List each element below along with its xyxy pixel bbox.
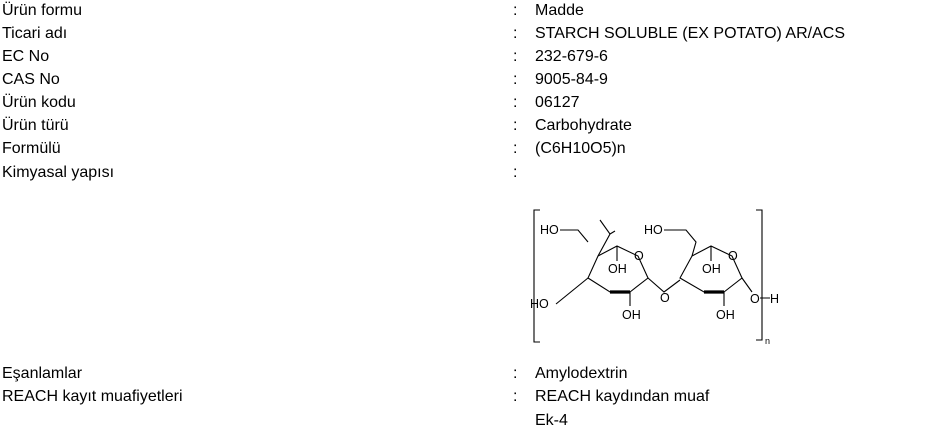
left-pyranose-ring: [587, 245, 649, 293]
starch-structure-svg: HO HO O O OH OH HO O OH OH O H n: [530, 209, 779, 346]
field-label: REACH kayıt muafiyetleri: [2, 388, 183, 405]
field-row-product-code: Ürün kodu : 06127: [0, 92, 947, 114]
label-subscript-n: n: [765, 336, 770, 346]
left-bracket: [533, 209, 540, 343]
left-ho-bond: [555, 277, 589, 305]
field-colon: :: [513, 140, 518, 157]
right-pyranose-ring: [679, 245, 743, 293]
right-bracket: [756, 209, 763, 341]
field-value: Madde: [535, 2, 584, 19]
field-row-reach-exemptions-cont: Ek-4: [0, 410, 947, 432]
label-ho: HO: [644, 223, 663, 237]
field-colon: :: [513, 117, 518, 134]
field-value: STARCH SOLUBLE (EX POTATO) AR/ACS: [535, 25, 845, 42]
field-label: Ürün kodu: [2, 94, 76, 111]
field-colon: :: [513, 94, 518, 111]
field-colon: :: [513, 25, 518, 42]
field-label: Kimyasal yapısı: [2, 164, 115, 181]
glycosidic-bridge: [647, 277, 681, 293]
label-o: O: [660, 291, 670, 305]
field-colon: :: [513, 164, 518, 181]
field-row-ec-no: EC No : 232-679-6: [0, 46, 947, 68]
field-value: 9005-84-9: [535, 71, 608, 88]
field-label: CAS No: [2, 71, 60, 88]
terminal-bond: [741, 277, 770, 299]
label-o: O: [634, 249, 644, 263]
field-value: 06127: [535, 94, 580, 111]
field-label: Eşanlamlar: [2, 365, 83, 382]
right-ch2oh-bond: [664, 229, 697, 257]
label-oh: OH: [608, 262, 627, 276]
field-row-product-type: Ürün türü : Carbohydrate: [0, 115, 947, 137]
field-value: Amylodextrin: [535, 365, 628, 382]
left-ring-ch2oh: [597, 219, 616, 257]
label-oh: OH: [716, 308, 735, 322]
field-label: EC No: [2, 48, 50, 65]
field-label: Formülü: [2, 140, 61, 157]
label-o: O: [750, 292, 760, 306]
field-colon: :: [513, 71, 518, 88]
field-row-cas-no: CAS No : 9005-84-9: [0, 69, 947, 91]
field-value: 232-679-6: [535, 48, 608, 65]
field-row-synonyms: Eşanlamlar : Amylodextrin: [0, 363, 947, 385]
field-label: Ürün formu: [2, 2, 83, 19]
field-value: REACH kaydından muaf: [535, 388, 710, 405]
field-label: Ürün türü: [2, 117, 69, 134]
field-colon: :: [513, 48, 518, 65]
chemical-structure-diagram: HO HO O O OH OH HO O OH OH O H n: [530, 206, 780, 346]
field-colon: :: [513, 365, 518, 382]
field-row-trade-name: Ticari adı : STARCH SOLUBLE (EX POTATO) …: [0, 23, 947, 45]
field-row-product-form: Ürün formu : Madde: [0, 0, 947, 22]
field-row-formula: Formülü : (C6H10O5)n: [0, 138, 947, 160]
field-value: (C6H10O5)n: [535, 140, 626, 157]
label-oh: OH: [702, 262, 721, 276]
field-value: Carbohydrate: [535, 117, 632, 134]
label-o: O: [728, 249, 738, 263]
field-colon: :: [513, 388, 518, 405]
field-colon: :: [513, 2, 518, 19]
field-row-chemical-structure: Kimyasal yapısı :: [0, 162, 947, 184]
left-ch2oh-bond: [560, 229, 589, 243]
field-row-reach-exemptions: REACH kayıt muafiyetleri : REACH kaydınd…: [0, 386, 947, 408]
field-value-continuation: Ek-4: [535, 412, 568, 429]
label-h: H: [770, 292, 779, 306]
label-oh: OH: [622, 308, 641, 322]
field-label: Ticari adı: [2, 25, 68, 42]
label-ho: HO: [540, 223, 559, 237]
label-ho: HO: [530, 297, 549, 311]
